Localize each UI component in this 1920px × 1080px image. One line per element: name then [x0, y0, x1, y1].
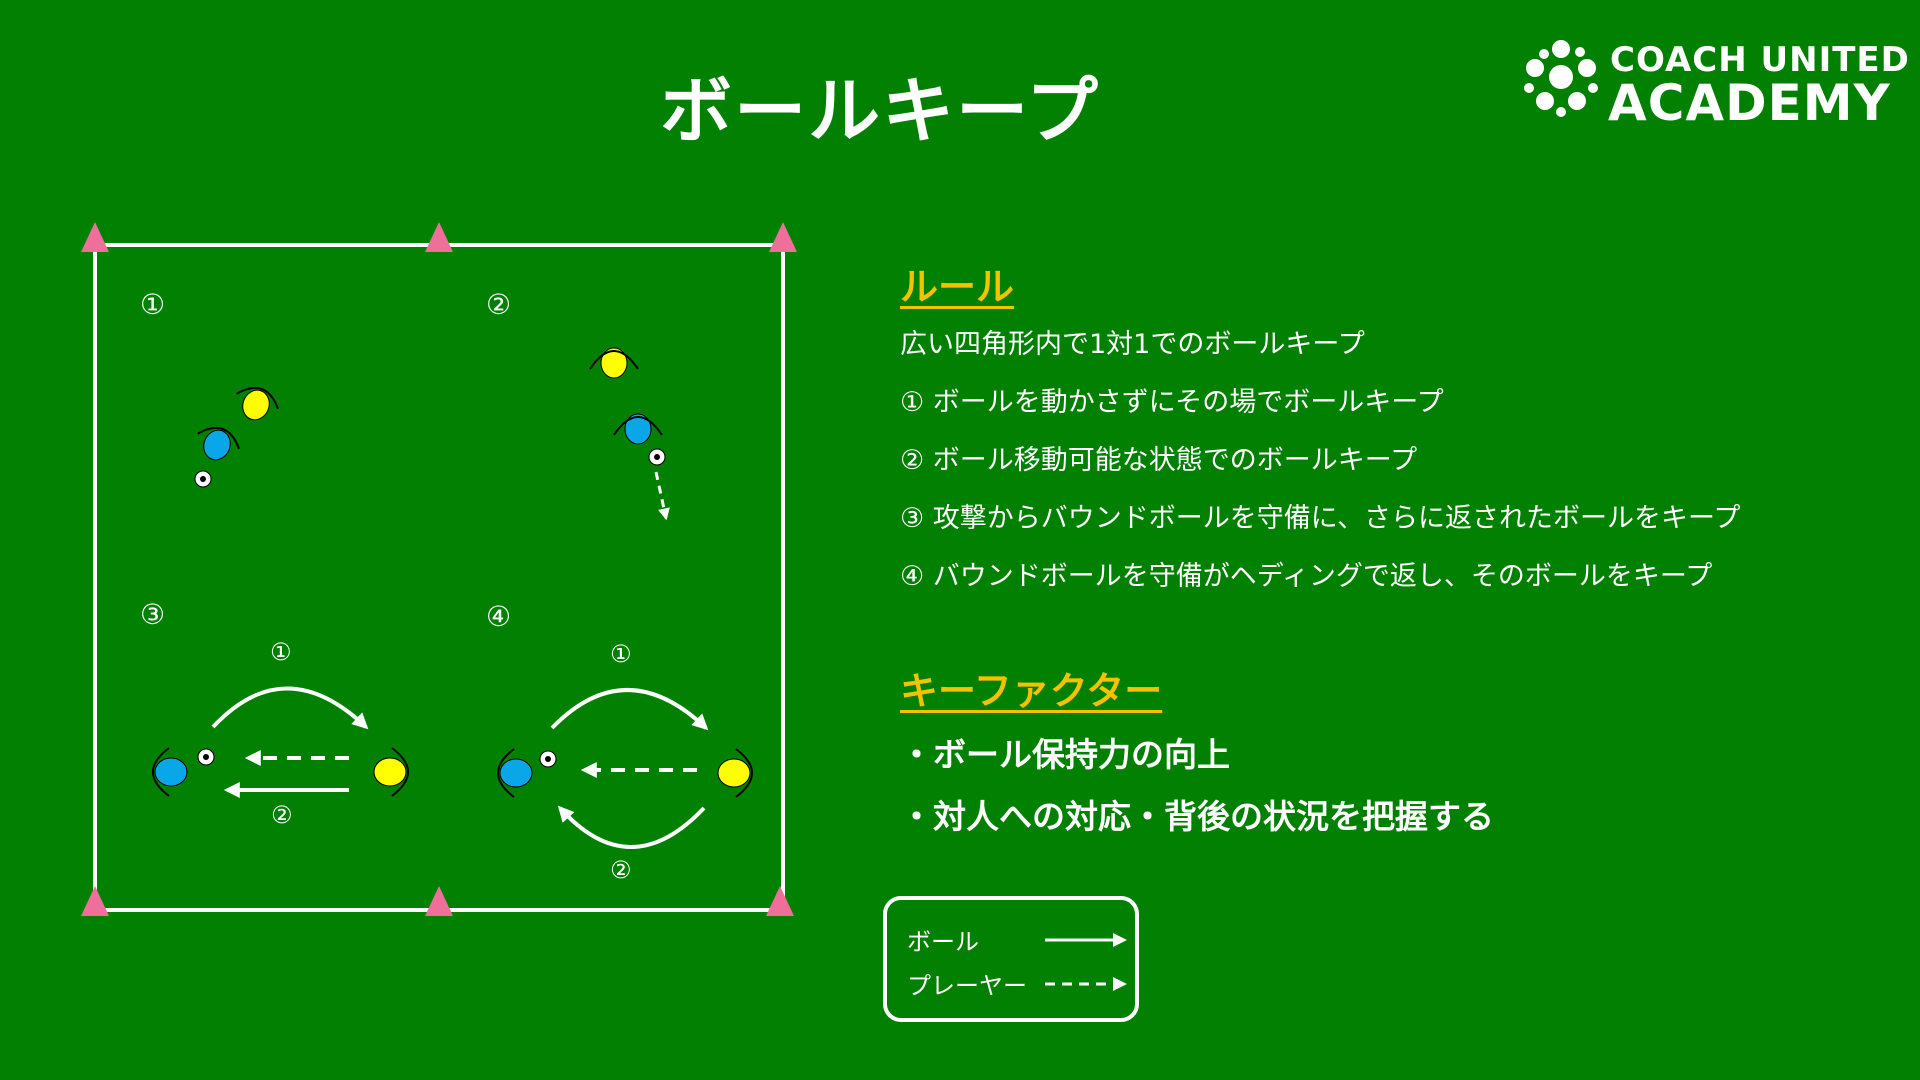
soccer-ball-icon [1524, 40, 1598, 117]
quadrant-4-players: ① ② [497, 640, 753, 884]
arrow-label-2: ② [271, 801, 293, 829]
quadrant-label-1: ① [140, 288, 165, 321]
cone [81, 886, 109, 916]
cone [769, 222, 797, 252]
ball-arrow-curve [211, 686, 369, 730]
brand-logo: COACH UNITED ACADEMY [1520, 36, 1909, 132]
quadrant-2-players [589, 347, 670, 521]
legend-player-label: プレーヤー [907, 972, 1027, 1000]
legend-ball-label: ボール [907, 928, 979, 956]
cone [81, 222, 109, 252]
player-blue [197, 426, 240, 461]
key-factors-heading: キーファクター [900, 669, 1163, 713]
player-yellow [589, 347, 639, 379]
legend-box: ボール プレーヤー [883, 896, 1139, 1022]
cone [425, 222, 453, 252]
quadrant-label-3: ③ [140, 598, 165, 631]
ball-arrow-curve [550, 688, 709, 731]
pitch-boundary [93, 243, 785, 912]
logo-text-coach-united: COACH UNITED [1610, 40, 1910, 80]
arrow-label-1: ① [610, 640, 632, 668]
player-yellow [373, 747, 409, 797]
key-factor-line-2: ・対人への対応・背後の状況を把握する [900, 797, 1494, 836]
cone [766, 886, 794, 916]
arrow-label-1: ① [270, 638, 292, 666]
ball-arrow-return [557, 805, 706, 849]
legend-ball-arrow [1045, 933, 1127, 947]
rule-line-1: ① ボールを動かさずにその場でボールキープ [900, 387, 1444, 418]
quadrant-3-players: ① ② [152, 638, 409, 829]
legend-player-arrow [1045, 977, 1127, 991]
player-blue [497, 748, 533, 798]
cones [81, 222, 797, 916]
quadrant-label-4: ④ [486, 600, 511, 633]
logo-text-academy: ACADEMY [1608, 74, 1891, 132]
rule-line-4: ④ バウンドボールを守備がヘディングで返し、そのボールをキープ [900, 561, 1713, 592]
soccer-ball-icon [648, 448, 666, 466]
arrow-label-2: ② [610, 856, 632, 884]
page-title: ボールキープ [660, 69, 1100, 153]
cone [425, 886, 453, 916]
soccer-ball-icon [194, 470, 212, 488]
player-blue [152, 747, 188, 797]
soccer-ball-icon [197, 748, 215, 766]
player-yellow [236, 386, 279, 421]
player-move-arrow [654, 471, 670, 521]
quadrant-1-players [194, 386, 279, 488]
rule-line-intro: 広い四角形内で1対1でのボールキープ [900, 329, 1365, 360]
rule-line-3: ③ 攻撃からバウンドボールを守備に、さらに返されたボールをキープ [900, 503, 1741, 534]
key-factor-line-1: ・ボール保持力の向上 [900, 735, 1230, 774]
quadrant-label-2: ② [486, 288, 511, 321]
player-blue [613, 413, 663, 445]
soccer-ball-icon [539, 750, 557, 768]
rule-line-2: ② ボール移動可能な状態でのボールキープ [900, 445, 1418, 476]
player-yellow [717, 748, 753, 798]
rules-heading: ルール [900, 265, 1015, 309]
drill-diagram: ① ② ③ ④ ① [81, 222, 797, 916]
